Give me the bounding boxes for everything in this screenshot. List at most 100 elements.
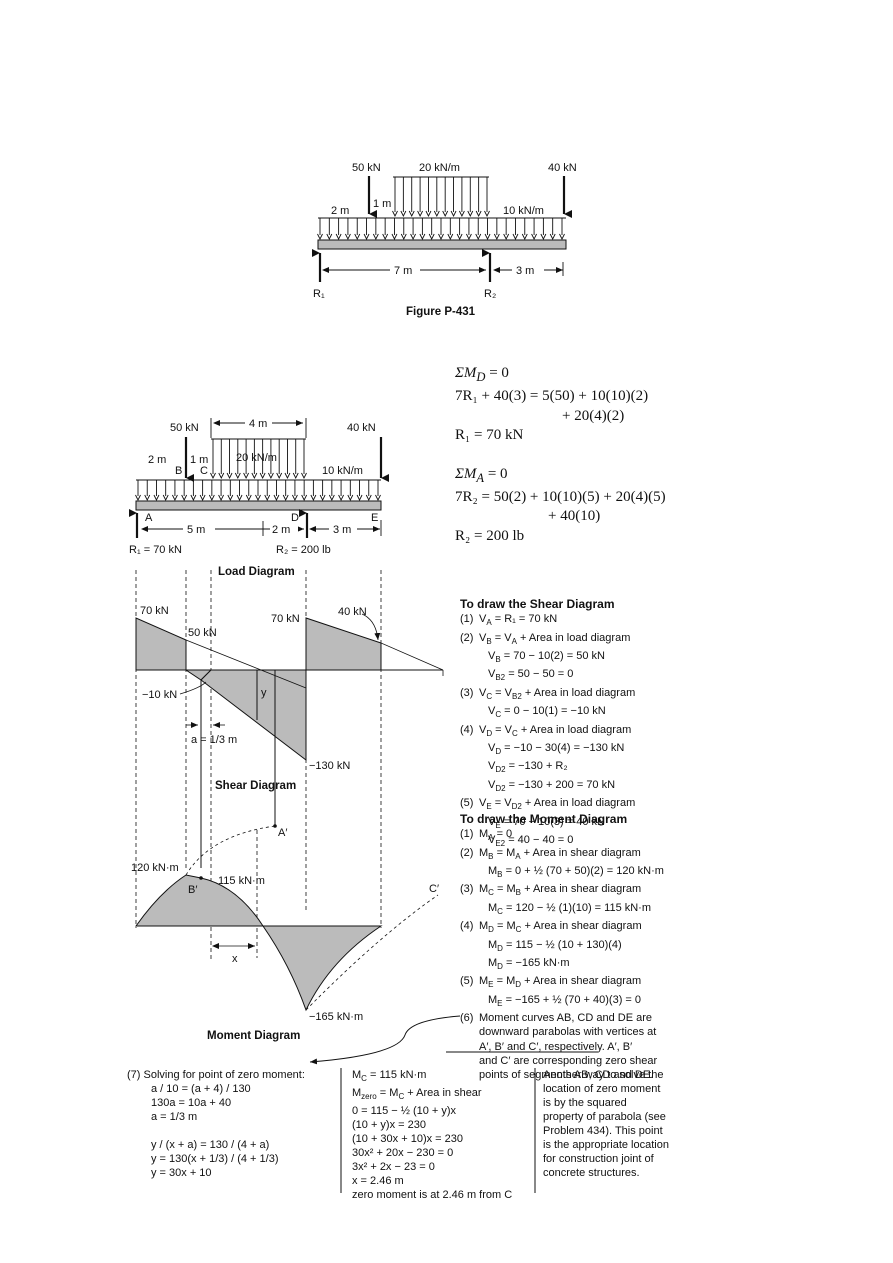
- moment-step-line: (6)Moment curves AB, CD and DE are: [460, 1012, 653, 1025]
- load-arrow-head: [338, 494, 344, 502]
- shear-step-line: VB = 70 − 10(2) = 50 kN: [488, 649, 605, 665]
- bottom-line: (7) Solving for point of zero moment:: [127, 1069, 305, 1081]
- moment-step-line: MB = 0 + ½ (70 + 50)(2) = 120 kN·m: [488, 864, 664, 880]
- load-arrow-head: [268, 472, 274, 480]
- load-arrow-head: [549, 233, 556, 241]
- figure-caption: Figure P-431: [406, 306, 476, 318]
- load-arrow-head: [484, 210, 490, 218]
- load-arrow-head: [190, 494, 197, 502]
- load-label-2m: 2 m: [148, 454, 166, 466]
- load-arrow-head: [391, 233, 398, 241]
- load-arrow-head: [181, 494, 188, 502]
- moment-label-120: 120 kN·m: [131, 862, 179, 874]
- load-arrow-head: [372, 233, 379, 241]
- shear-step-line: VE = 70 − 10(3) = 40 kN: [488, 815, 605, 830]
- load-arrow-head: [162, 494, 169, 502]
- shear-step-line: (3)VC = VB2 + Area in load diagram: [460, 686, 636, 701]
- bottom-line: location of zero moment: [543, 1083, 661, 1095]
- load-arrow-head: [512, 233, 519, 241]
- load-label-4m: 4 m: [249, 418, 267, 430]
- equations-block: ΣMD = 0 7R₁ + 40(3) = 5(50) + 10(10)(2) …: [455, 364, 666, 546]
- load-arrow-head: [301, 494, 308, 502]
- bottom-line: property of parabola (see: [543, 1111, 666, 1123]
- fig-label-r2: R₂: [484, 288, 496, 300]
- connector-arrow: [309, 1015, 461, 1065]
- moment-step-line: MC = 120 − ½ (1)(10) = 115 kN·m: [488, 901, 652, 916]
- eq-sum-md: ΣMD = 0: [455, 365, 509, 384]
- load-arrow-head: [356, 494, 363, 502]
- load-arrow-head: [251, 472, 258, 480]
- load-arrow-head: [210, 472, 216, 480]
- bottom-line: y / (x + a) = 130 / (4 + a): [151, 1139, 270, 1151]
- load-arrow-head: [540, 233, 547, 241]
- udl-10-arrows: [317, 218, 565, 241]
- bottom-line: 0 = 115 − ½ (10 + y)x: [352, 1105, 457, 1118]
- bottom-line: for construction joint of: [543, 1153, 654, 1165]
- fig-label-10knm: 10 kN/m: [503, 205, 544, 217]
- fig-label-r1: R₁: [313, 288, 325, 300]
- load-arrow-head: [417, 210, 423, 218]
- shear-step-line: VE2 = 40 − 40 = 0: [488, 833, 574, 849]
- moment-step-line: MD = 115 − ½ (10 + 130)(4): [488, 938, 622, 953]
- bottom-line: zero moment is at 2.46 m from C: [352, 1189, 513, 1202]
- fig-label-20knm: 20 kN/m: [419, 162, 460, 174]
- load-arrow-head: [408, 210, 415, 218]
- load-arrow-head: [317, 233, 323, 241]
- eq-sum-ma: ΣMA = 0: [455, 465, 508, 485]
- shear-steps-title: To draw the Shear Diagram: [460, 597, 615, 611]
- load-arrow-head: [467, 210, 474, 218]
- load-arrow-head: [144, 494, 151, 502]
- moment-diagram-title: Moment Diagram: [207, 1030, 300, 1042]
- shear-step-line: (1)VA = R₁ = 70 kN: [460, 613, 558, 628]
- load-beam: [135, 500, 382, 511]
- load-arrow-head: [392, 210, 398, 218]
- load-arrow-head: [493, 233, 500, 241]
- load-arrow-head: [236, 494, 243, 502]
- load-arrow-head: [531, 233, 537, 241]
- bottom-line: Problem 434). This point: [543, 1125, 663, 1137]
- load-arrow-head: [400, 210, 407, 218]
- load-arrow-head: [456, 233, 463, 241]
- load-arrow-head: [363, 233, 370, 241]
- load-arrow-head: [375, 494, 381, 502]
- load-arrow-head: [425, 210, 432, 218]
- moment-label-a-prime: A′: [278, 827, 287, 839]
- load-diagram-title: Load Diagram: [218, 566, 295, 578]
- load-label-50kn: 50 kN: [170, 422, 199, 434]
- load-arrow-head: [276, 472, 283, 480]
- shear-label-minus-130kn: −130 kN: [309, 760, 350, 772]
- shear-step-line: VB2 = 50 − 50 = 0: [488, 668, 574, 683]
- load-udl20-arrows: [210, 439, 307, 480]
- load-arrow-head: [226, 472, 233, 480]
- moment-label-x: x: [232, 953, 238, 965]
- bottom-line: Mzero = MC + Area in shear: [352, 1087, 482, 1102]
- figure-p431: 50 kN 20 kN/m 40 kN 2 m 1 m 10 kN/m 7 m …: [312, 162, 577, 318]
- load-arrow-head: [559, 233, 565, 241]
- shear-area-de: [305, 617, 382, 671]
- load-label-3m: 3 m: [333, 524, 351, 536]
- shear-label-50kn: 50 kN: [188, 627, 217, 639]
- load-arrow-head: [319, 494, 326, 502]
- eq-md-line1: 7R₁ + 40(3) = 5(50) + 10(10)(2): [455, 388, 649, 405]
- load-arrow-head: [310, 494, 317, 502]
- load-label-r2: R₂ = 200 lb: [276, 544, 331, 556]
- shear-step-line: VC = 0 − 10(1) = −10 kN: [488, 705, 606, 720]
- bottom-line: is by the squared: [543, 1097, 627, 1109]
- fig-label-2m: 2 m: [331, 205, 349, 217]
- load-arrow-head: [459, 210, 465, 218]
- fig-label-1m: 1 m: [373, 198, 391, 210]
- load-arrow-head: [419, 233, 426, 241]
- load-arrow-head: [208, 494, 215, 502]
- load-label-2m-b: 2 m: [272, 524, 290, 536]
- moment-step-line: (1)MA = 0: [460, 828, 513, 843]
- load-arrow-head: [447, 233, 454, 241]
- shear-step-line: (5)VE = VD2 + Area in load diagram: [460, 797, 636, 812]
- load-arrow-head: [328, 494, 335, 502]
- shear-label-minus-10kn: −10 kN: [142, 689, 177, 701]
- eq-r1: R₁ = 70 kN: [455, 427, 524, 444]
- moment-step-line: MD = −165 kN·m: [488, 956, 570, 972]
- load-arrow-head: [199, 494, 206, 502]
- moment-step-line: A′, B′ and C′, respectively. A′, B′: [479, 1040, 633, 1053]
- shear-label-40kn: 40 kN: [338, 606, 367, 618]
